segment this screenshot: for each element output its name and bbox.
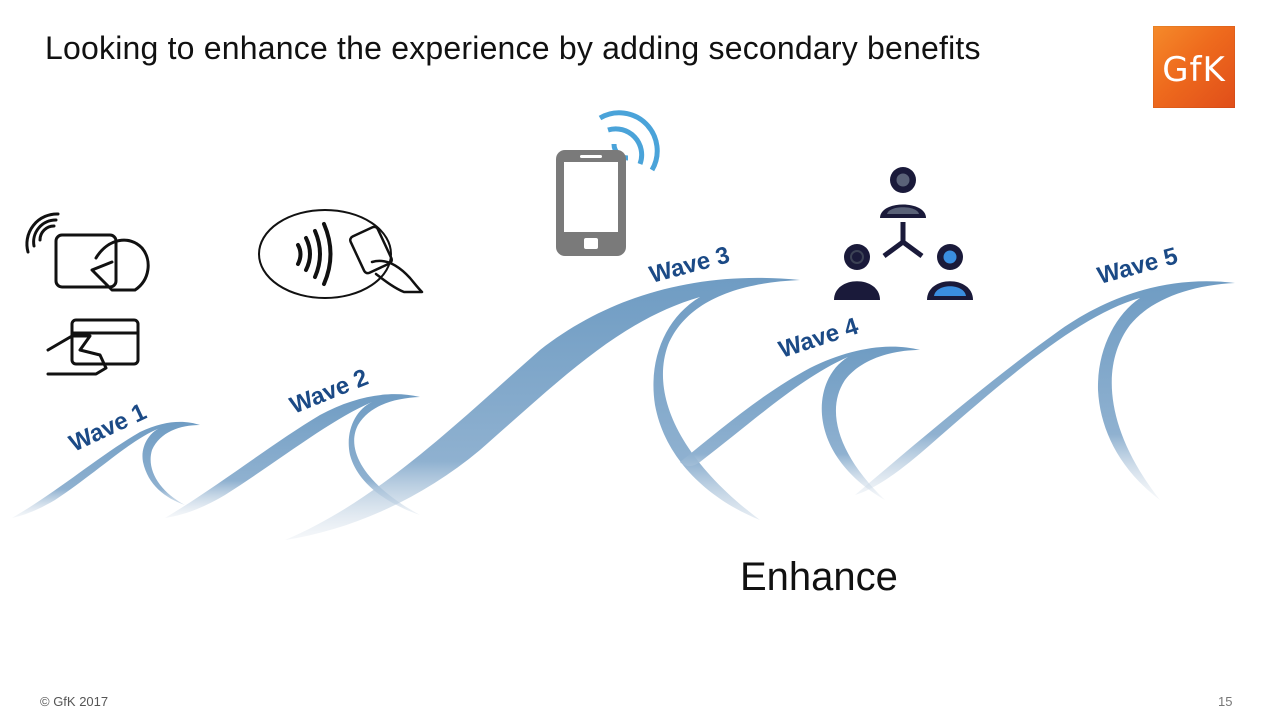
card-in-hand-icon [46,318,140,376]
gfk-logo: GfK [1153,26,1235,108]
slide-title: Looking to enhance the experience by add… [45,30,981,66]
logo-text: GfK [1162,50,1226,90]
enhance-label: Enhance [740,555,898,599]
wave-1: Wave 1 [12,398,200,518]
contactless-payment-icon [258,209,424,299]
wave-5-label: Wave 5 [1095,243,1181,290]
wave-1-label: Wave 1 [65,398,151,457]
page-number: 15 [1218,694,1233,709]
copyright-footer: © GfK 2017 [40,694,109,709]
wave-5: Wave 5 [855,243,1235,500]
smartphone-nfc-icon [556,110,660,256]
contactless-card-hand-icon [25,212,150,292]
people-network-icon [834,167,973,300]
